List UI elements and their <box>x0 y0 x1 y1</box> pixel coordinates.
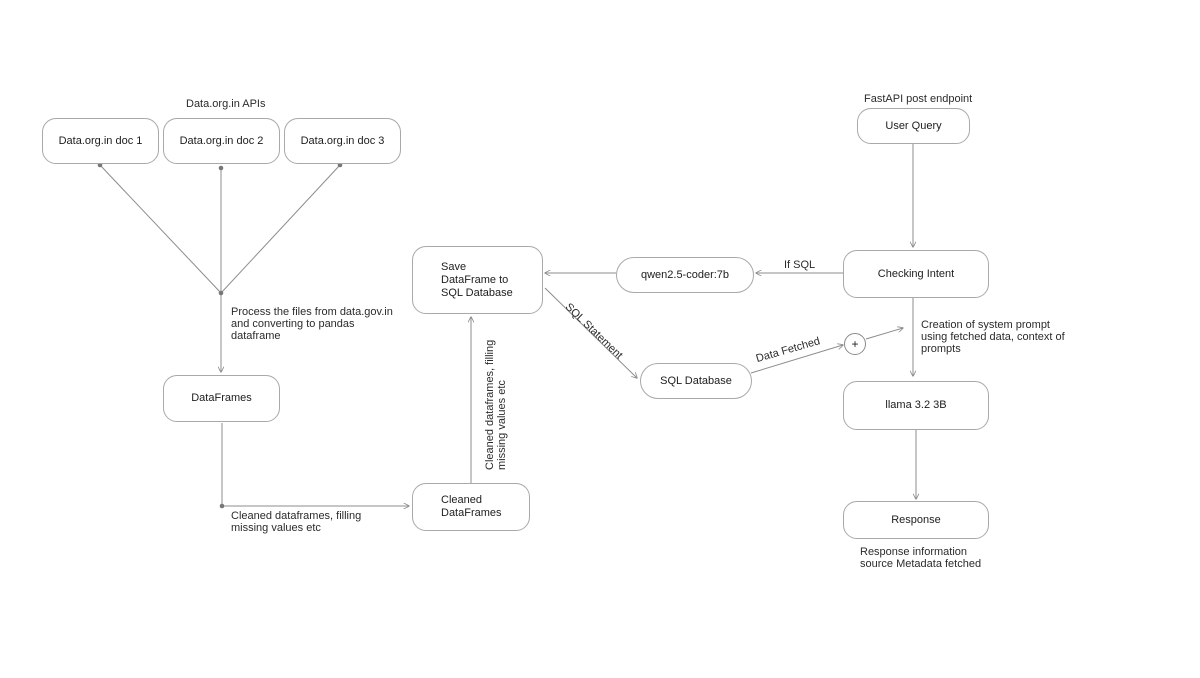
doc2-node[interactable]: Data.org.in doc 2 <box>163 118 280 164</box>
doc3-node[interactable]: Data.org.in doc 3 <box>284 118 401 164</box>
dataframes-node[interactable]: DataFrames <box>163 375 280 422</box>
cleaned-horizontal-label: Cleaned dataframes, filling missing valu… <box>231 510 362 534</box>
if-sql-label: If SQL <box>784 259 816 271</box>
edge-dataframes-cleaned <box>221 423 409 506</box>
anchor-dot <box>218 165 224 171</box>
user-query-node[interactable]: User Query <box>857 108 970 144</box>
edge-doc3-merge <box>220 164 341 294</box>
sql-database-node[interactable]: SQL Database <box>640 363 752 399</box>
qwen-node[interactable]: qwen2.5-coder:7b <box>616 257 754 293</box>
edge-save-sqldb <box>544 287 637 378</box>
edge-sqldb-plus <box>750 345 843 374</box>
edge-plus-llama <box>865 328 903 340</box>
group-title: Data.org.in APIs <box>186 98 266 110</box>
checking-intent-node[interactable]: Checking Intent <box>843 250 989 298</box>
endpoint-label: FastAPI post endpoint <box>864 93 973 105</box>
save-sql-node[interactable]: Save DataFrame to SQL Database <box>412 246 543 314</box>
merge-dot <box>218 290 224 296</box>
doc1-node[interactable]: Data.org.in doc 1 <box>42 118 159 164</box>
merge-plus-icon: + <box>844 333 866 355</box>
cleaned-dataframes-node[interactable]: Cleaned DataFrames <box>412 483 530 531</box>
response-node[interactable]: Response <box>843 501 989 539</box>
llama-node[interactable]: llama 3.2 3B <box>843 381 989 430</box>
anchor-dot <box>219 503 225 509</box>
process-files-label: Process the files from data.gov.in and c… <box>231 306 393 342</box>
edge-doc1-merge <box>99 164 222 294</box>
response-info-label: Response information source Metadata fet… <box>860 546 982 570</box>
cleaned-vertical-label: Cleaned dataframes, filling missing valu… <box>484 339 508 470</box>
system-prompt-label: Creation of system prompt using fetched … <box>921 319 1065 355</box>
